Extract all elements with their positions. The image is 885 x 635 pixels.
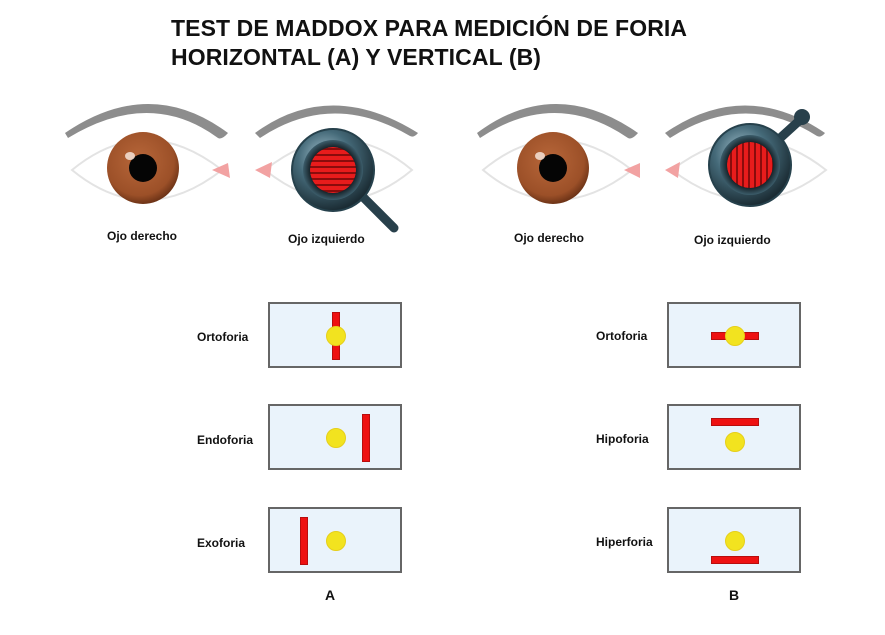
red-line-vertical — [300, 517, 308, 565]
red-line-horizontal — [711, 556, 759, 564]
panel-ortoforia-a — [268, 302, 402, 368]
row-label-exoforia-a: Exoforia — [197, 536, 246, 550]
light-dot — [725, 432, 745, 452]
right-eye-b-icon — [477, 104, 640, 204]
left-eye-a-maddox-icon — [255, 105, 418, 233]
left-eye-label-a: Ojo izquierdo — [288, 232, 365, 246]
row-label-ortoforia-a: Ortoforia — [197, 330, 249, 344]
section-label-a: A — [325, 587, 336, 603]
panel-ortoforia-b — [667, 302, 801, 368]
row-label-hiperforia-b: Hiperforia — [596, 535, 653, 549]
light-dot — [725, 531, 745, 551]
title-line-1: TEST DE MADDOX PARA MEDICIÓN DE FORIA — [171, 15, 688, 41]
right-eye-label-a: Ojo derecho — [107, 229, 178, 243]
right-eye-label-b: Ojo derecho — [514, 231, 585, 245]
light-dot — [725, 326, 745, 346]
row-label-hipoforia-b: Hipoforia — [596, 432, 649, 446]
eyes-illustration — [65, 104, 828, 233]
panel-hiperforia-b — [667, 507, 801, 573]
section-label-b: B — [729, 587, 740, 603]
left-eye-label-b: Ojo izquierdo — [694, 233, 771, 247]
light-dot — [326, 428, 346, 448]
left-eye-b-maddox-icon — [665, 105, 828, 207]
row-label-endoforia-a: Endoforia — [197, 433, 253, 447]
red-line-horizontal — [711, 418, 759, 426]
light-dot — [326, 326, 346, 346]
red-line-vertical — [362, 414, 370, 462]
title-line-2: HORIZONTAL (A) Y VERTICAL (B) — [171, 44, 542, 70]
light-dot — [326, 531, 346, 551]
diagram-title: TEST DE MADDOX PARA MEDICIÓN DE FORIA HO… — [171, 14, 687, 72]
panel-exoforia-a — [268, 507, 402, 573]
panel-hipoforia-b — [667, 404, 801, 470]
row-label-ortoforia-b: Ortoforia — [596, 329, 648, 343]
right-eye-a-icon — [65, 104, 230, 204]
panel-endoforia-a — [268, 404, 402, 470]
